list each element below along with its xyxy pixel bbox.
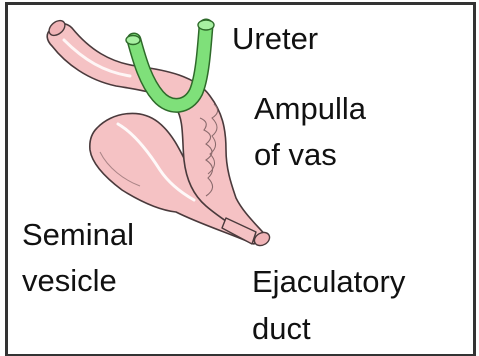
label-seminal-line1: Seminal bbox=[22, 217, 134, 252]
label-ampulla-line2: of vas bbox=[254, 137, 337, 172]
ureter-cut-end-right bbox=[198, 20, 214, 30]
label-ampulla-line1: Ampulla bbox=[254, 91, 367, 126]
label-ejaculatory-line1: Ejaculatory bbox=[252, 264, 406, 299]
label-ureter: Ureter bbox=[232, 21, 318, 56]
ureter-cut-end-left bbox=[126, 36, 140, 45]
label-ejaculatory-line2: duct bbox=[252, 311, 311, 346]
label-seminal-line2: vesicle bbox=[22, 263, 117, 298]
